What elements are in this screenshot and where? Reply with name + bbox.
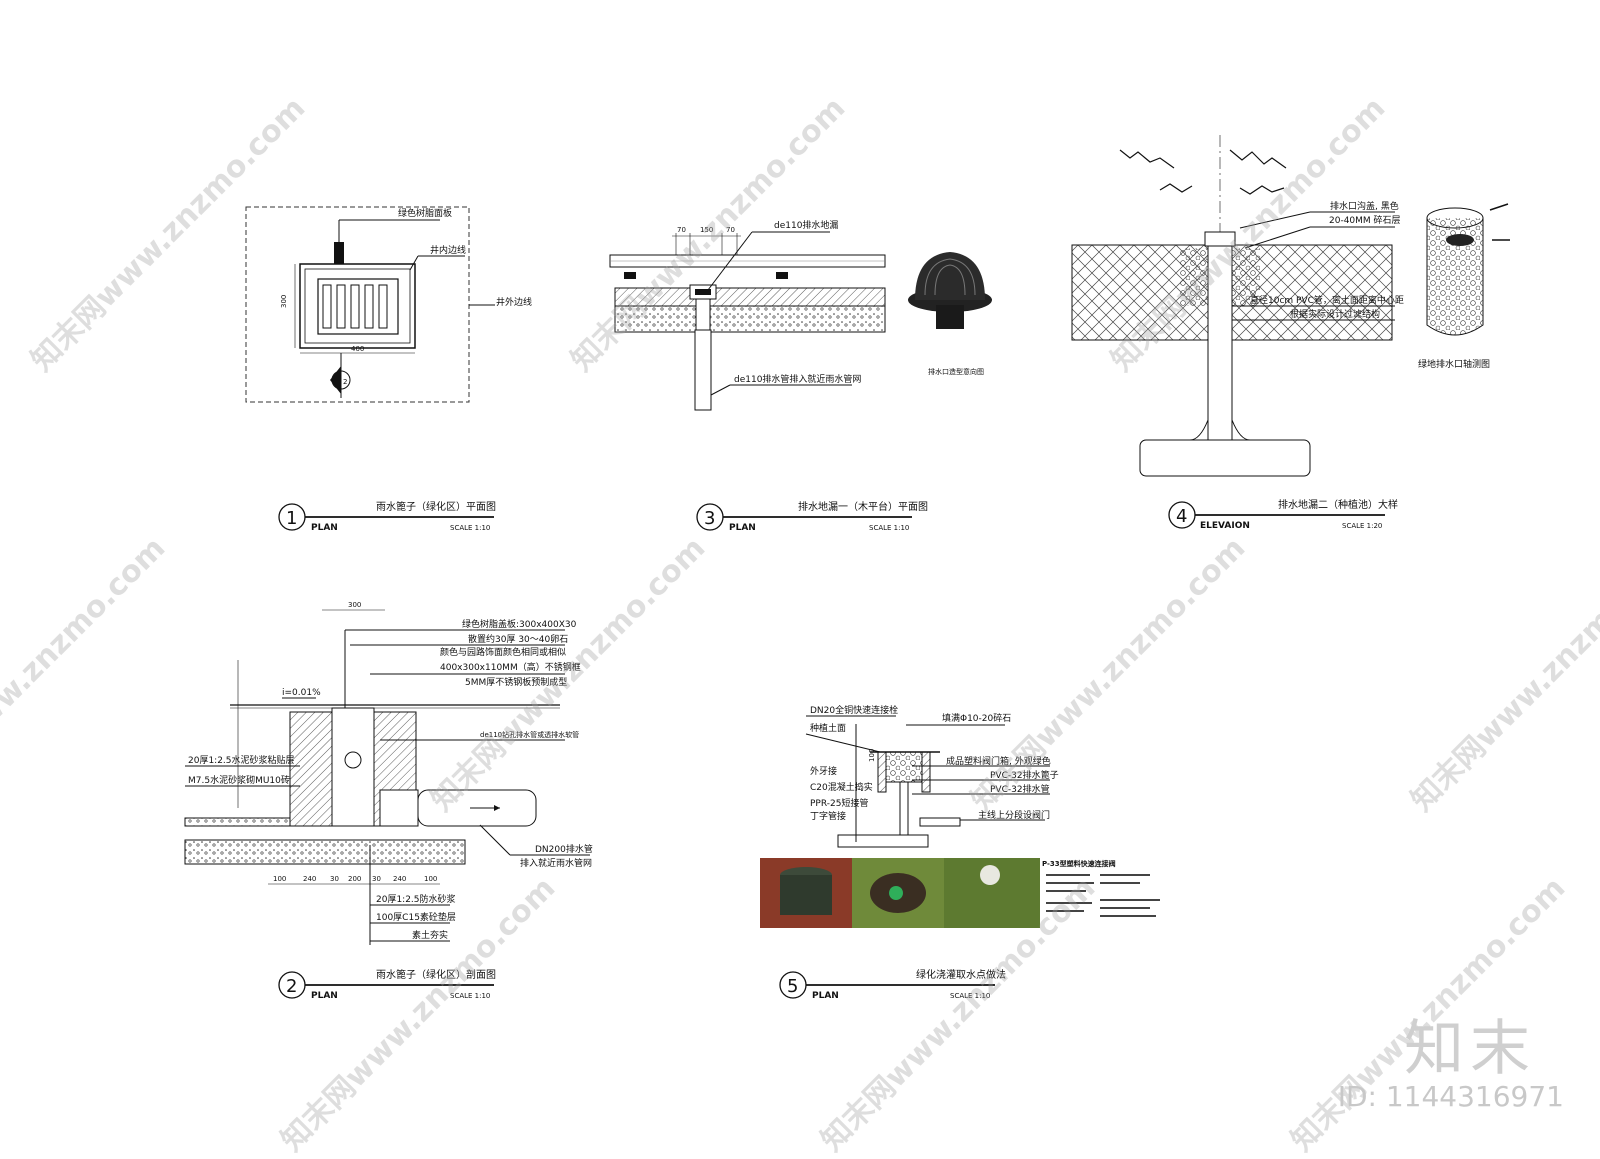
d5-l5: PPR-25短接管: [810, 797, 868, 809]
d5-r5: 主线上分段设阀门: [978, 809, 1050, 821]
concrete-base: [184, 839, 466, 865]
d5-r1: 填满Φ10-20碎石: [942, 712, 1011, 724]
drawing-5-number: 5: [787, 976, 798, 997]
photo-caption: 排水口造型意向图: [928, 367, 984, 376]
main-pipe: [1139, 439, 1311, 477]
drawing-1-plan: 绿色树脂面板 井内边线 井外边线 400 300 2 1 雨水篦子（绿化区）平面…: [245, 206, 532, 533]
d2-dim-2: 30: [330, 875, 339, 883]
gravel-layer: [614, 305, 886, 333]
drawing-1-title: 雨水篦子（绿化区）平面图: [376, 500, 496, 513]
d2-dim-1: 240: [303, 875, 316, 883]
axonometric-drain: [1426, 203, 1510, 336]
d4-label-3: 直径10cm PVC管，离土面距离中心距: [1250, 294, 1404, 306]
drawing-3-number: 3: [704, 508, 715, 529]
label-inner: 井内边线: [430, 244, 466, 256]
section-mark: 2: [343, 378, 347, 386]
d5-r4: PVC-32排水管: [990, 783, 1050, 795]
drawing-1-scale: SCALE 1:10: [450, 524, 490, 532]
d2-l2: 散置约30厚 30～40卵石: [468, 633, 568, 645]
label-cover: 绿色树脂面板: [398, 207, 452, 219]
d4-label-4: 根据实际设计过滤结构: [1290, 308, 1380, 320]
drawing-4-scale: SCALE 1:20: [1342, 522, 1382, 530]
dim3-b: 150: [700, 226, 713, 234]
drain-product-image: [908, 252, 992, 329]
dim-height: 300: [280, 295, 288, 308]
drawing-3-plan: 70 150 70 de110排水地漏 de110排水管排入就近雨水管网 排水口…: [609, 219, 992, 533]
brand-logo: 知末: [1404, 1014, 1536, 1084]
dim3-c: 70: [726, 226, 735, 234]
d2-l4: 400x300x110MM（高）不锈钢框: [440, 661, 581, 673]
drawing-3-sub: PLAN: [729, 523, 756, 533]
drawing-2-title: 雨水篦子（绿化区）剖面图: [376, 968, 496, 981]
drawing-3-scale: SCALE 1:10: [869, 524, 909, 532]
drawing-3-title: 排水地漏一（木平台）平面图: [798, 500, 928, 513]
d5-l3: 外牙接: [810, 765, 837, 777]
cad-drawing: 绿色树脂面板 井内边线 井外边线 400 300 2 1 雨水篦子（绿化区）平面…: [184, 135, 1510, 1001]
d2-b1: 20厚1:2.5防水砂浆: [376, 893, 456, 905]
drawing-2-section: 300 i=0.01% 绿色树脂盖板:300x400X30 散置约30厚 30～…: [184, 601, 593, 1001]
drawing-2-sub: PLAN: [311, 991, 338, 1001]
d4-label-1: 排水口沟盖, 黑色: [1330, 200, 1399, 212]
d5-r2: 成品塑料阀门箱, 外观绿色: [946, 755, 1051, 767]
d5-l6: 丁字管接: [810, 810, 846, 822]
d5-l4: C20混凝土捣实: [810, 781, 873, 793]
vertical-pipe: [1207, 245, 1233, 442]
drawing-sheet: 绿色树脂面板 井内边线 井外边线 400 300 2 1 雨水篦子（绿化区）平面…: [184, 135, 1510, 1001]
d2-dim-0: 100: [273, 875, 286, 883]
drawing-2-number: 2: [286, 976, 297, 997]
drawing-1-number: 1: [286, 508, 297, 529]
valve-box: [885, 751, 923, 783]
d5-r3: PVC-32排水篦子: [990, 769, 1059, 781]
spec-sheet: [1040, 858, 1170, 928]
drain-pipe: [694, 329, 712, 411]
concrete-layer: [614, 287, 886, 307]
d2-b2: 100厚C15素砼垫层: [376, 911, 456, 923]
d2-slope: i=0.01%: [282, 688, 321, 698]
dim-width: 400: [351, 345, 364, 353]
drawing-4-number: 4: [1176, 506, 1187, 527]
drawing-5-scale: SCALE 1:10: [950, 992, 990, 1000]
d2-l9: DN200排水管: [535, 843, 593, 855]
dim3-a: 70: [677, 226, 686, 234]
label-pipe: de110排水管排入就近雨水管网: [734, 373, 861, 385]
d5-dim: 100: [868, 749, 876, 762]
label-outer: 井外边线: [496, 296, 532, 308]
drawing-5-title: 绿化浇灌取水点做法: [916, 968, 1006, 981]
d2-dim-6: 100: [424, 875, 437, 883]
d2-dim-top: 300: [348, 601, 361, 609]
drawing-2-scale: SCALE 1:10: [450, 992, 490, 1000]
d5-l2: 种植土面: [810, 722, 846, 734]
d2-l6: de110钻孔排水管或透排水软管: [480, 730, 579, 739]
left-brick-wall: [289, 711, 333, 827]
well-frame: [299, 263, 416, 349]
d5-l1: DN20全铜快速连接栓: [810, 704, 898, 716]
d2-dim-5: 240: [393, 875, 406, 883]
d2-l3: 颜色与园路饰面颜色相同或相似: [440, 646, 566, 658]
drawing-4-sub: ELEVAION: [1200, 521, 1250, 531]
label-drain: de110排水地漏: [774, 219, 838, 231]
drawing-4-elevation: 排水口沟盖, 黑色 20-40MM 碎石层 直径10cm PVC管，离土面距离中…: [1071, 135, 1510, 531]
pvc-pipe: [837, 834, 929, 848]
d2-l8: M7.5水泥砂浆砌MU10砖: [188, 774, 290, 786]
d2-l5: 5MM厚不锈钢板预制成型: [465, 676, 567, 688]
spec-title: P-33型塑料快速连接阀: [1042, 859, 1116, 868]
grate: [317, 278, 399, 335]
drawing-5-detail: DN20全铜快速连接栓 种植土面 外牙接 C20混凝土捣实 PPR-25短接管 …: [760, 704, 1170, 1001]
image-id: ID: 1144316971: [1337, 1080, 1564, 1113]
d2-b3: 素土夯实: [412, 929, 448, 941]
d2-l7: 20厚1:2.5水泥砂浆粘贴层: [188, 754, 295, 766]
drawing-4-title: 排水地漏二（种植池）大样: [1278, 498, 1398, 511]
drawing-1-sub: PLAN: [311, 523, 338, 533]
d2-l10: 排入就近雨水管网: [520, 857, 592, 869]
d2-dim-3: 200: [348, 875, 361, 883]
drawing-5-sub: PLAN: [812, 991, 839, 1001]
d2-dim-4: 30: [372, 875, 381, 883]
axon-caption: 绿地排水口轴测图: [1418, 358, 1490, 370]
d2-l1: 绿色树脂盖板:300x400X30: [462, 618, 577, 630]
d4-label-2: 20-40MM 碎石层: [1329, 214, 1401, 226]
